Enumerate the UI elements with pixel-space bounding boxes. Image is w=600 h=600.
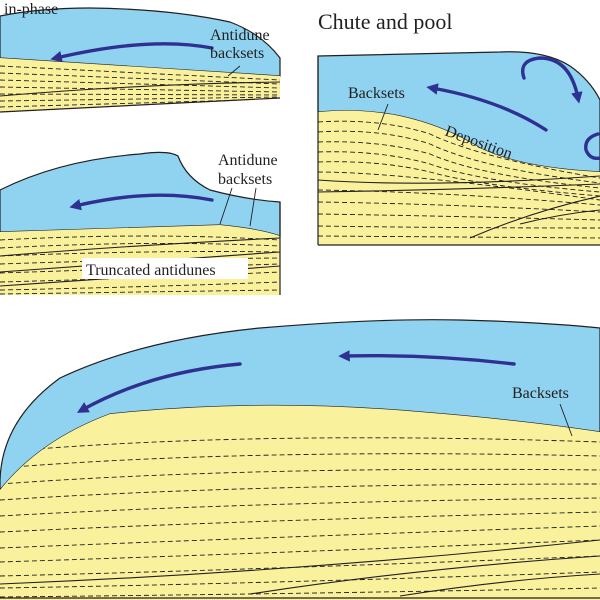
laminae <box>0 437 600 598</box>
label-leader <box>559 403 573 437</box>
label-chute-and-pool: Chute and pool <box>318 9 452 34</box>
truncation-surface <box>0 237 281 257</box>
flow-arrow <box>50 42 214 63</box>
label-backsets: Backsets <box>348 85 405 102</box>
hydraulic-jump-roller <box>584 132 600 161</box>
panel-truncated-antidunes: Antidune backsets Truncated antidunes <box>0 151 281 295</box>
label-backsets: Backsets <box>512 385 569 402</box>
label-truncated-antidunes: Truncated antidunes <box>86 262 216 279</box>
label-leader <box>219 187 233 225</box>
erosion-surface <box>519 209 600 225</box>
flow-arrow <box>426 83 548 132</box>
water-layer <box>0 7 281 77</box>
base-line <box>0 97 281 113</box>
label-in-phase: in-phase <box>4 1 58 18</box>
label-antidune-backsets-line2: backsets <box>218 171 272 188</box>
erosion-surface <box>0 539 600 585</box>
flow-arrow <box>69 193 214 211</box>
flow-arrow <box>338 350 516 366</box>
label-leader <box>227 65 241 77</box>
erosion-surface <box>317 183 600 193</box>
hydraulic-jump-roller-arrow <box>521 56 583 104</box>
erosion-surface <box>399 573 600 597</box>
label-background <box>82 258 248 279</box>
erosion-surface <box>249 555 600 595</box>
erosion-surface <box>469 195 600 239</box>
sand-layer <box>0 405 600 600</box>
panel-large-antidune: Backsets <box>0 319 600 600</box>
label-antidune-backsets-line2: backsets <box>210 45 264 62</box>
label-leader <box>249 187 257 227</box>
flow-arrow <box>76 362 242 413</box>
truncation-surface <box>0 81 281 97</box>
sand-layer <box>318 110 600 246</box>
panel-chute-and-pool: Chute and pool Backsets Deposition <box>317 9 600 246</box>
erosion-surface <box>317 175 600 184</box>
label-antidune-backsets-line1: Antidune <box>218 152 278 169</box>
sand-layer <box>0 58 280 112</box>
label-antidune-backsets-line1: Antidune <box>210 27 270 44</box>
label-leader <box>377 103 389 131</box>
panel-in-phase: in-phase Antidune backsets <box>0 1 281 113</box>
